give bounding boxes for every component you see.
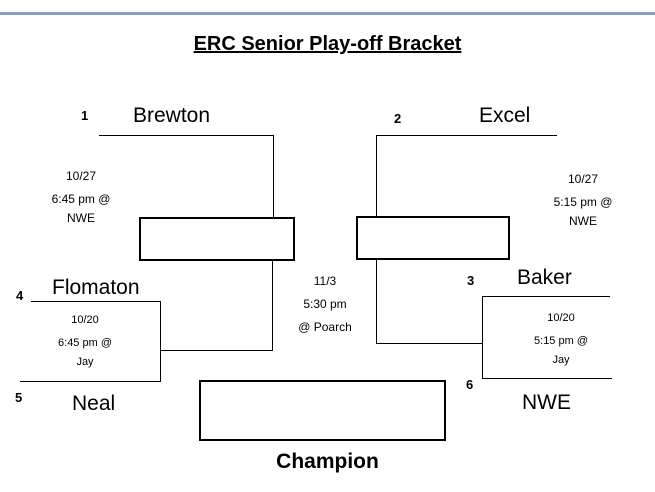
team-flomaton: Flomaton [52, 276, 140, 299]
team-excel: Excel [479, 104, 531, 127]
team-nwe: NWE [522, 391, 571, 414]
left-semi-date: 10/27 [65, 169, 97, 183]
right-quarter-connector [482, 296, 483, 379]
seed-excel: 2 [394, 111, 402, 126]
team-baker: Baker [517, 266, 572, 289]
excel-line [376, 135, 557, 136]
final-time: 5:30 pm [303, 297, 347, 311]
left-semi-site: NWE [67, 211, 95, 225]
brewton-line [99, 135, 274, 136]
left-semi-info: 10/27 6:45 pm @ NWE [36, 165, 126, 226]
right-semi-site: NWE [569, 214, 597, 228]
left-quarter-date: 10/20 [71, 314, 99, 326]
right-quarter-time: 5:15 pm @ [534, 335, 588, 347]
right-semi-winner-box [356, 216, 510, 260]
baker-line [482, 296, 610, 297]
team-brewton: Brewton [133, 104, 211, 127]
team-neal: Neal [72, 392, 116, 415]
neal-line [20, 381, 161, 382]
brewton-connector [273, 135, 274, 218]
bracket-title: ERC Senior Play-off Bracket [193, 33, 462, 55]
nwe-line [482, 378, 612, 379]
seed-brewton: 1 [81, 108, 89, 123]
final-site: @ Poarch [298, 320, 352, 334]
seed-nwe: 6 [466, 377, 474, 392]
left-final-bottom [160, 350, 273, 351]
left-semi-time: 6:45 pm @ [51, 192, 111, 206]
left-semi-winner-box [139, 217, 295, 261]
right-quarter-info: 10/20 5:15 pm @ Jay [514, 308, 608, 367]
seed-baker: 3 [467, 273, 475, 288]
right-semi-date: 10/27 [567, 172, 599, 186]
champion-box [199, 380, 446, 441]
right-final-connector [376, 260, 377, 344]
final-date: 11/3 [313, 274, 337, 288]
right-semi-time: 5:15 pm @ [553, 195, 613, 209]
left-quarter-info: 10/20 6:45 pm @ Jay [38, 310, 132, 369]
right-final-bottom [376, 343, 483, 344]
right-quarter-date: 10/20 [547, 312, 575, 324]
left-quarter-connector [160, 301, 161, 382]
left-quarter-time: 6:45 pm @ [58, 337, 112, 349]
flomaton-line [31, 301, 161, 302]
seed-neal: 5 [15, 390, 23, 405]
seed-flomaton: 4 [16, 288, 24, 303]
top-rule [0, 12, 655, 15]
right-quarter-site: Jay [552, 354, 570, 366]
final-info: 11/3 5:30 pm @ Poarch [282, 270, 368, 339]
excel-connector [376, 135, 377, 218]
right-semi-info: 10/27 5:15 pm @ NWE [538, 168, 628, 229]
left-quarter-site: Jay [76, 356, 94, 368]
champion-label: Champion [276, 450, 379, 473]
left-final-connector [272, 261, 273, 351]
